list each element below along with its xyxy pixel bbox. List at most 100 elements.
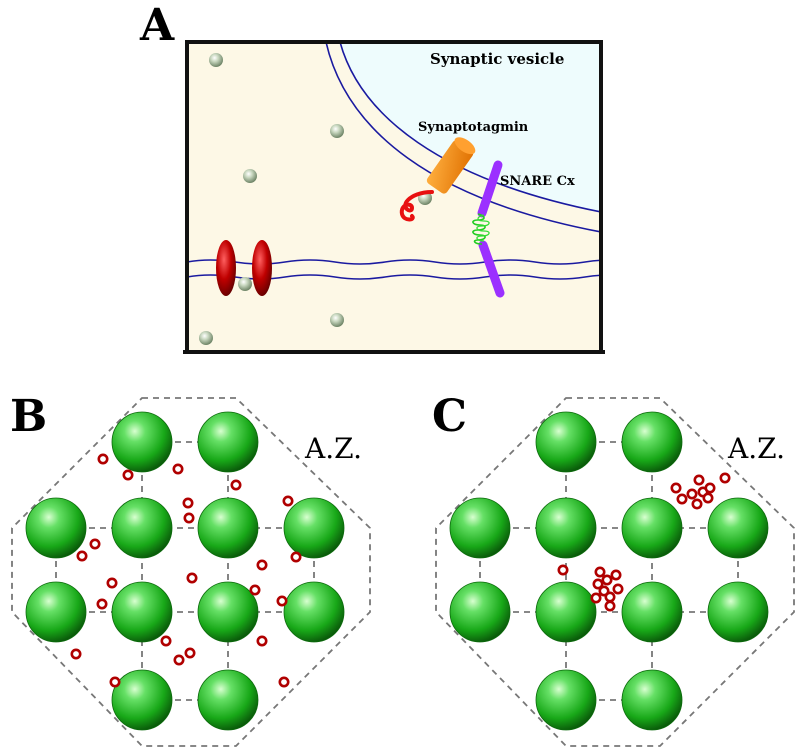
calcium-ions-clustered bbox=[557, 472, 731, 612]
vesicle-label: Synaptic vesicle bbox=[430, 50, 564, 68]
calcium-ions-dispersed bbox=[70, 453, 302, 688]
vesicle-sphere bbox=[535, 581, 597, 643]
calcium-ion bbox=[592, 578, 604, 590]
calcium-ion bbox=[604, 600, 616, 612]
calcium-channel-right bbox=[252, 240, 272, 296]
vesicle-membrane-inner bbox=[339, 42, 601, 213]
calcium-ion bbox=[256, 635, 268, 647]
calcium-ion bbox=[96, 598, 108, 610]
panel-a: A bbox=[139, 0, 605, 354]
snare-complex bbox=[472, 160, 505, 298]
calcium-ion bbox=[89, 538, 101, 550]
panel-c-letter: C bbox=[432, 391, 467, 442]
calcium-ion bbox=[184, 647, 196, 659]
calcium-ion bbox=[290, 551, 302, 563]
vesicle-sphere bbox=[25, 581, 87, 643]
snare-label: SNARE Cx bbox=[500, 174, 575, 189]
vesicle-sphere bbox=[111, 411, 173, 473]
synaptotagmin-cap bbox=[454, 137, 476, 155]
calcium-ion bbox=[557, 564, 569, 576]
calcium-ion bbox=[278, 676, 290, 688]
calcium-ion bbox=[670, 482, 682, 494]
synaptotagmin bbox=[399, 137, 476, 222]
synapse-scene: Synaptic vesicle Synaptotagmin SNARE Cx bbox=[187, 42, 601, 352]
panel-b: B A.Z. bbox=[10, 391, 371, 747]
snare-lower-helix bbox=[478, 240, 505, 298]
active-zone-outline bbox=[435, 397, 795, 747]
vesicle-sphere bbox=[621, 581, 683, 643]
vesicle-sphere bbox=[197, 411, 259, 473]
panel-c: C A.Z. bbox=[432, 391, 795, 747]
calcium-ion bbox=[598, 585, 610, 597]
vesicle-sphere bbox=[535, 669, 597, 731]
calcium-ion bbox=[243, 169, 257, 183]
panel-b-az-label: A.Z. bbox=[304, 432, 362, 465]
synaptotagmin-label: Synaptotagmin bbox=[418, 120, 529, 135]
calcium-ion bbox=[330, 124, 344, 138]
calcium-ion bbox=[276, 595, 288, 607]
vesicle-sphere bbox=[535, 411, 597, 473]
calcium-ion bbox=[238, 277, 252, 291]
calcium-ion bbox=[693, 474, 705, 486]
calcium-channel-left bbox=[216, 240, 236, 296]
calcium-ion bbox=[610, 569, 622, 581]
calcium-ion bbox=[70, 648, 82, 660]
vesicle-lumen bbox=[340, 42, 601, 212]
calcium-ion bbox=[109, 676, 121, 688]
calcium-ion bbox=[230, 479, 242, 491]
vesicle-sphere bbox=[621, 411, 683, 473]
calcium-ion bbox=[612, 583, 624, 595]
vesicle-membrane-outer bbox=[325, 42, 601, 233]
vesicle-sphere bbox=[621, 669, 683, 731]
calcium-ion bbox=[106, 577, 118, 589]
calcium-ion bbox=[249, 584, 261, 596]
calcium-ion bbox=[209, 53, 223, 67]
active-zone-grid-c bbox=[435, 397, 795, 747]
calcium-ion bbox=[122, 469, 134, 481]
synaptotagmin-body bbox=[426, 140, 474, 194]
calcium-ion bbox=[172, 463, 184, 475]
vesicle-sphere bbox=[707, 581, 769, 643]
calcium-ion bbox=[702, 492, 714, 504]
calcium-ion bbox=[590, 592, 602, 604]
panel-c-az-label: A.Z. bbox=[727, 432, 785, 465]
calcium-ion bbox=[604, 591, 616, 603]
calcium-ion bbox=[97, 453, 109, 465]
calcium-ion bbox=[186, 572, 198, 584]
vesicle-sphere bbox=[707, 497, 769, 559]
calcium-ion bbox=[704, 482, 716, 494]
panel-a-letter: A bbox=[139, 0, 175, 51]
vesicle-sphere bbox=[197, 669, 259, 731]
vesicle-sphere bbox=[111, 669, 173, 731]
calcium-ion bbox=[76, 550, 88, 562]
calcium-ion bbox=[691, 498, 703, 510]
vesicle-sphere bbox=[449, 497, 511, 559]
synaptotagmin-tail bbox=[399, 190, 434, 222]
calcium-ion bbox=[601, 574, 613, 586]
vesicle-sphere bbox=[535, 497, 597, 559]
calcium-ion bbox=[173, 654, 185, 666]
calcium-ion bbox=[676, 493, 688, 505]
vesicle-sphere bbox=[25, 497, 87, 559]
vesicle-sphere bbox=[197, 497, 259, 559]
active-zone-grid-b bbox=[11, 397, 371, 747]
calcium-ion bbox=[330, 313, 344, 327]
vesicle-sphere bbox=[283, 497, 345, 559]
vesicle-sphere bbox=[197, 581, 259, 643]
vesicle-sphere bbox=[449, 581, 511, 643]
calcium-ion bbox=[183, 512, 195, 524]
calcium-ion bbox=[160, 635, 172, 647]
snare-coil bbox=[476, 214, 490, 242]
calcium-ion bbox=[686, 488, 698, 500]
panel-b-letter: B bbox=[10, 391, 47, 442]
calcium-ion bbox=[719, 472, 731, 484]
vesicle-sphere bbox=[111, 497, 173, 559]
calcium-ion bbox=[199, 331, 213, 345]
vesicle-sphere bbox=[283, 581, 345, 643]
calcium-ion bbox=[282, 495, 294, 507]
calcium-ion bbox=[182, 497, 194, 509]
vesicle-sphere bbox=[111, 581, 173, 643]
snare-upper-helix bbox=[477, 160, 503, 218]
panel-a-frame-shadow bbox=[183, 350, 605, 354]
active-zone-outline bbox=[11, 397, 371, 747]
